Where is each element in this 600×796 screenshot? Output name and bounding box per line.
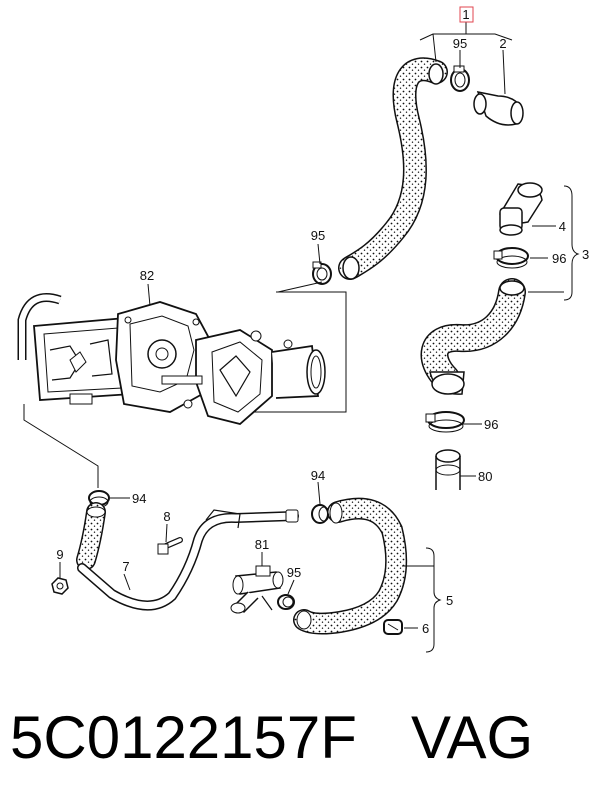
hose-short-left xyxy=(76,502,106,570)
part-label-9: 9 xyxy=(56,547,63,562)
part-label-95-left: 95 xyxy=(311,228,325,243)
hose-clamp-94-mid xyxy=(311,504,330,524)
part-number: 5C0122157F xyxy=(10,704,357,771)
clip-6 xyxy=(383,619,403,635)
bolt-8 xyxy=(157,537,183,555)
nut-9 xyxy=(51,577,69,595)
leader-cooler-94 xyxy=(23,404,99,488)
leader-95-left xyxy=(317,243,321,265)
hose-assembly-1 xyxy=(338,57,448,280)
label-bracket-5 xyxy=(402,547,442,653)
part-label-6: 6 xyxy=(422,621,429,636)
hose-clamp-95-low xyxy=(277,594,295,610)
part-label-81: 81 xyxy=(255,537,269,552)
part-label-96-low: 96 xyxy=(484,417,498,432)
connector-4 xyxy=(499,182,543,236)
part-label-95-top: 95 xyxy=(453,36,467,51)
part-label-95-low: 95 xyxy=(287,565,301,580)
coolant-pipe-7 xyxy=(77,509,299,611)
hose-clamp-95-top xyxy=(450,65,470,92)
hose-clamp-96-mid xyxy=(493,247,529,269)
part-label-80: 80 xyxy=(478,469,492,484)
part-label-1: 1 xyxy=(462,7,469,22)
t-piece-81 xyxy=(230,565,284,614)
hose-clamp-96-low xyxy=(425,411,465,433)
part-caption: 5C0122157F VAG xyxy=(10,688,590,788)
hose-assembly-3 xyxy=(420,278,526,395)
part-label-96-mid: 96 xyxy=(552,251,566,266)
part-label-2: 2 xyxy=(499,36,506,51)
part-label-3: 3 xyxy=(582,247,589,262)
part-label-8: 8 xyxy=(163,509,170,524)
part-label-5: 5 xyxy=(446,593,453,608)
brand-name: VAG xyxy=(410,704,534,771)
part-label-82: 82 xyxy=(140,268,154,283)
parts-diagram: 1 95 2 95 4 xyxy=(17,6,589,653)
label-bracket-1 xyxy=(419,6,513,95)
hose-clamp-95-left xyxy=(312,261,332,285)
hose-assembly-5 xyxy=(293,497,408,635)
label-bracket-3 xyxy=(460,185,580,477)
part-label-7: 7 xyxy=(122,559,129,574)
part-label-94-left: 94 xyxy=(132,491,146,506)
part-label-4: 4 xyxy=(559,219,566,234)
egr-cooler-82 xyxy=(17,281,347,425)
part-label-94-mid: 94 xyxy=(311,468,325,483)
pipe-stub-80 xyxy=(435,449,461,490)
elbow-connector-2 xyxy=(473,91,524,126)
